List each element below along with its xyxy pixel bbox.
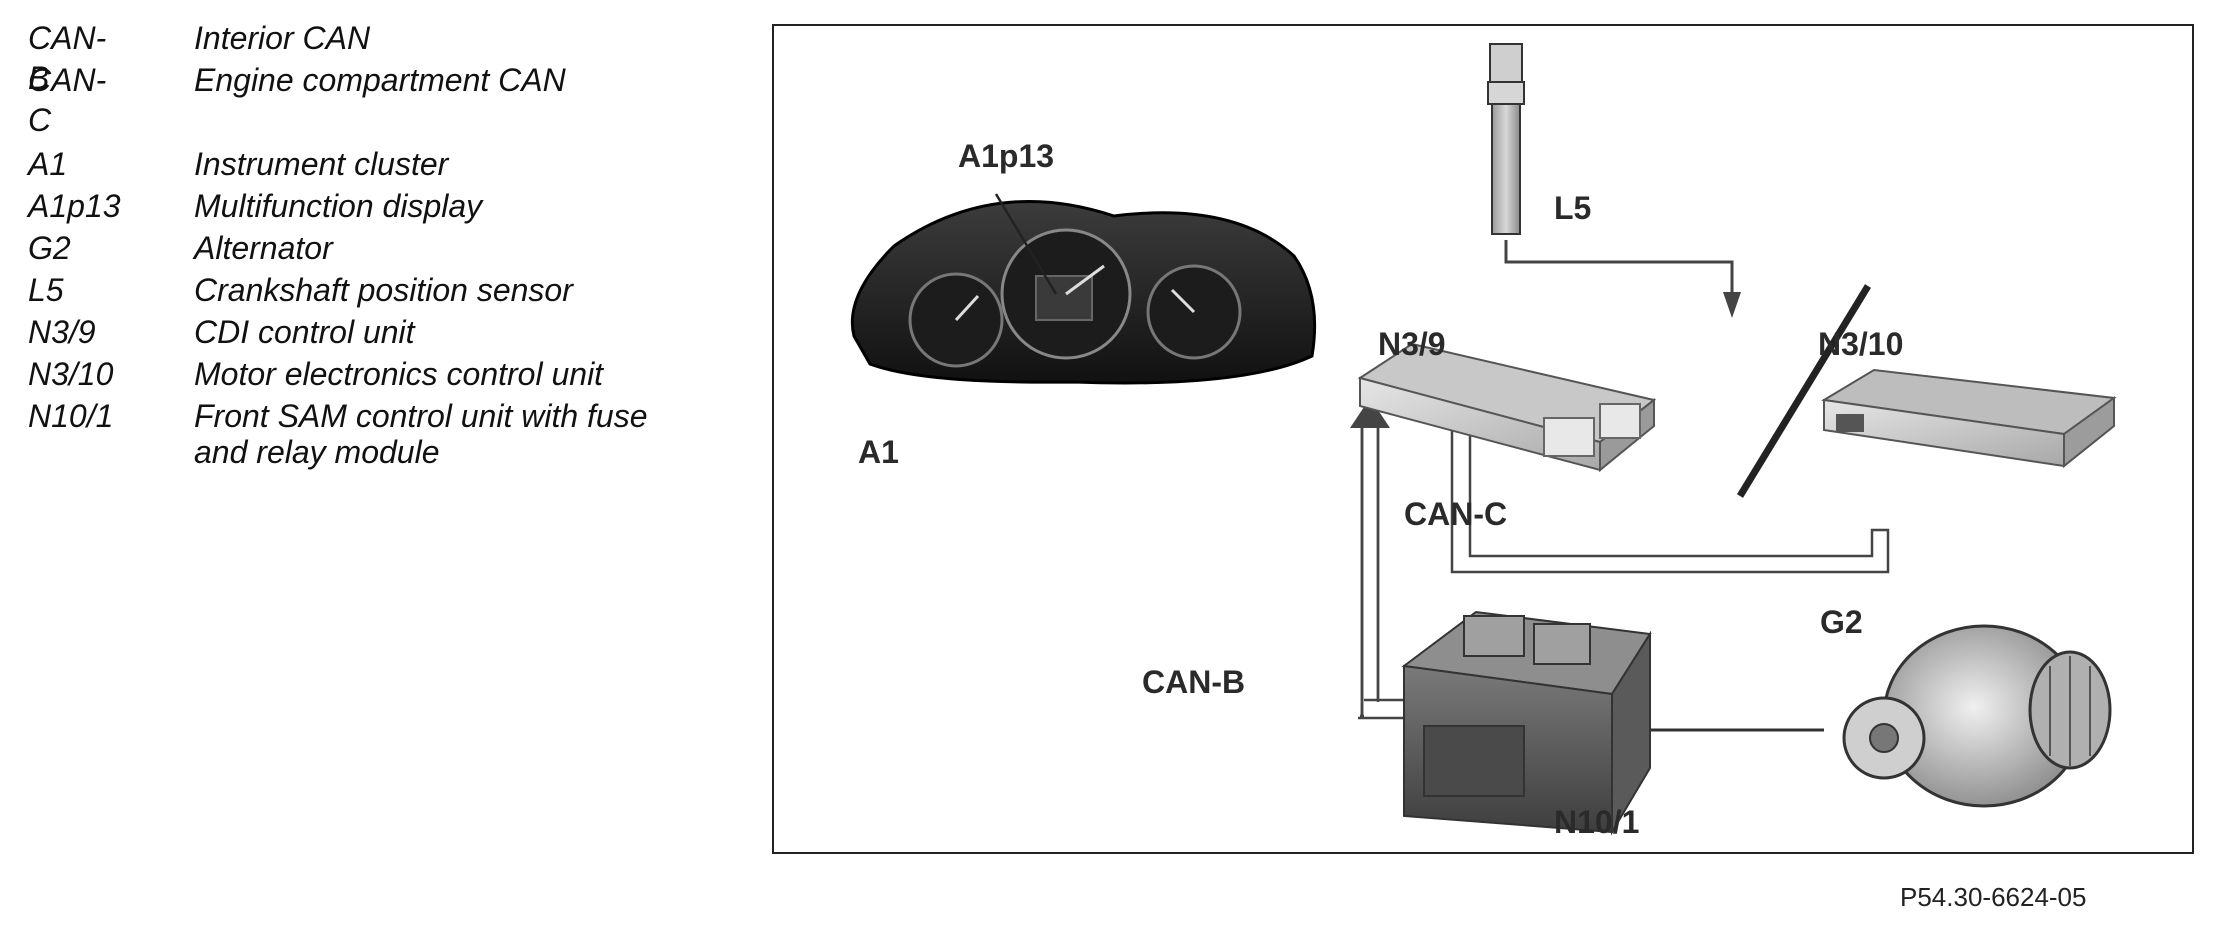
legend-code: G2 bbox=[28, 230, 71, 266]
legend-description: Interior CAN bbox=[194, 20, 371, 56]
legend-description: Crankshaft position sensor bbox=[194, 272, 573, 308]
legend-code: N10/1 bbox=[28, 398, 114, 434]
legend-code: L5 bbox=[28, 272, 64, 308]
cdi-control-unit-n3-9 bbox=[1357, 342, 1657, 473]
a1p13-leader bbox=[994, 193, 1058, 295]
legend-description: Multifunction display bbox=[194, 188, 483, 224]
diagram-canvas bbox=[850, 43, 2117, 836]
can-c-line bbox=[1450, 426, 1890, 574]
crankshaft-sensor-l5 bbox=[1487, 43, 1525, 235]
can-c-outer bbox=[1468, 426, 1694, 558]
legend-code: A1p13 bbox=[28, 188, 121, 224]
front-sam-n10-1 bbox=[1401, 610, 1652, 836]
label-a1p13: A1p13 bbox=[958, 138, 1055, 174]
figure-reference: P54.30-6624-05 bbox=[1900, 882, 2087, 912]
legend-description: Motor electronics control unit bbox=[194, 356, 604, 392]
legend: CAN-B Interior CAN CAN-C Engine compartm… bbox=[0, 0, 760, 520]
legend-code: A1 bbox=[28, 146, 68, 182]
legend-description-continued: and relay module bbox=[194, 434, 440, 470]
label-n3-10: N3/10 bbox=[1818, 326, 1904, 362]
l5-arrowhead bbox=[1723, 292, 1741, 318]
label-can-c: CAN-C bbox=[1404, 496, 1508, 532]
motor-electronics-unit-n3-10 bbox=[1821, 368, 2117, 469]
legend-description: Front SAM control unit with fuse bbox=[194, 398, 648, 434]
legend-code: N3/10 bbox=[28, 356, 114, 392]
l5-signal-line bbox=[1504, 240, 1734, 292]
legend-code: CAN-B bbox=[28, 20, 107, 96]
diagram-frame: A1p13 A1 L5 N3/9 N3/10 G2 N10/1 CAN-C CA… bbox=[772, 24, 2194, 854]
alternator-g2 bbox=[1842, 624, 2112, 808]
legend-description: CDI control unit bbox=[194, 314, 415, 350]
legend-code: CAN-C bbox=[28, 62, 107, 138]
label-l5: L5 bbox=[1554, 190, 1592, 226]
instrument-cluster-a1 bbox=[850, 199, 1317, 385]
can-b-bus bbox=[1358, 426, 1380, 720]
legend-description: Engine compartment CAN bbox=[194, 62, 566, 98]
label-n10-1: N10/1 bbox=[1554, 804, 1640, 840]
n3-divider bbox=[1737, 284, 1871, 498]
label-n3-9: N3/9 bbox=[1378, 326, 1446, 362]
legend-description: Alternator bbox=[194, 230, 333, 266]
legend-code: N3/9 bbox=[28, 314, 96, 350]
legend-description: Instrument cluster bbox=[194, 146, 449, 182]
label-a1: A1 bbox=[858, 434, 899, 470]
label-g2: G2 bbox=[1820, 604, 1863, 640]
can-b-arrowhead bbox=[1350, 398, 1390, 428]
label-can-b: CAN-B bbox=[1142, 664, 1246, 700]
